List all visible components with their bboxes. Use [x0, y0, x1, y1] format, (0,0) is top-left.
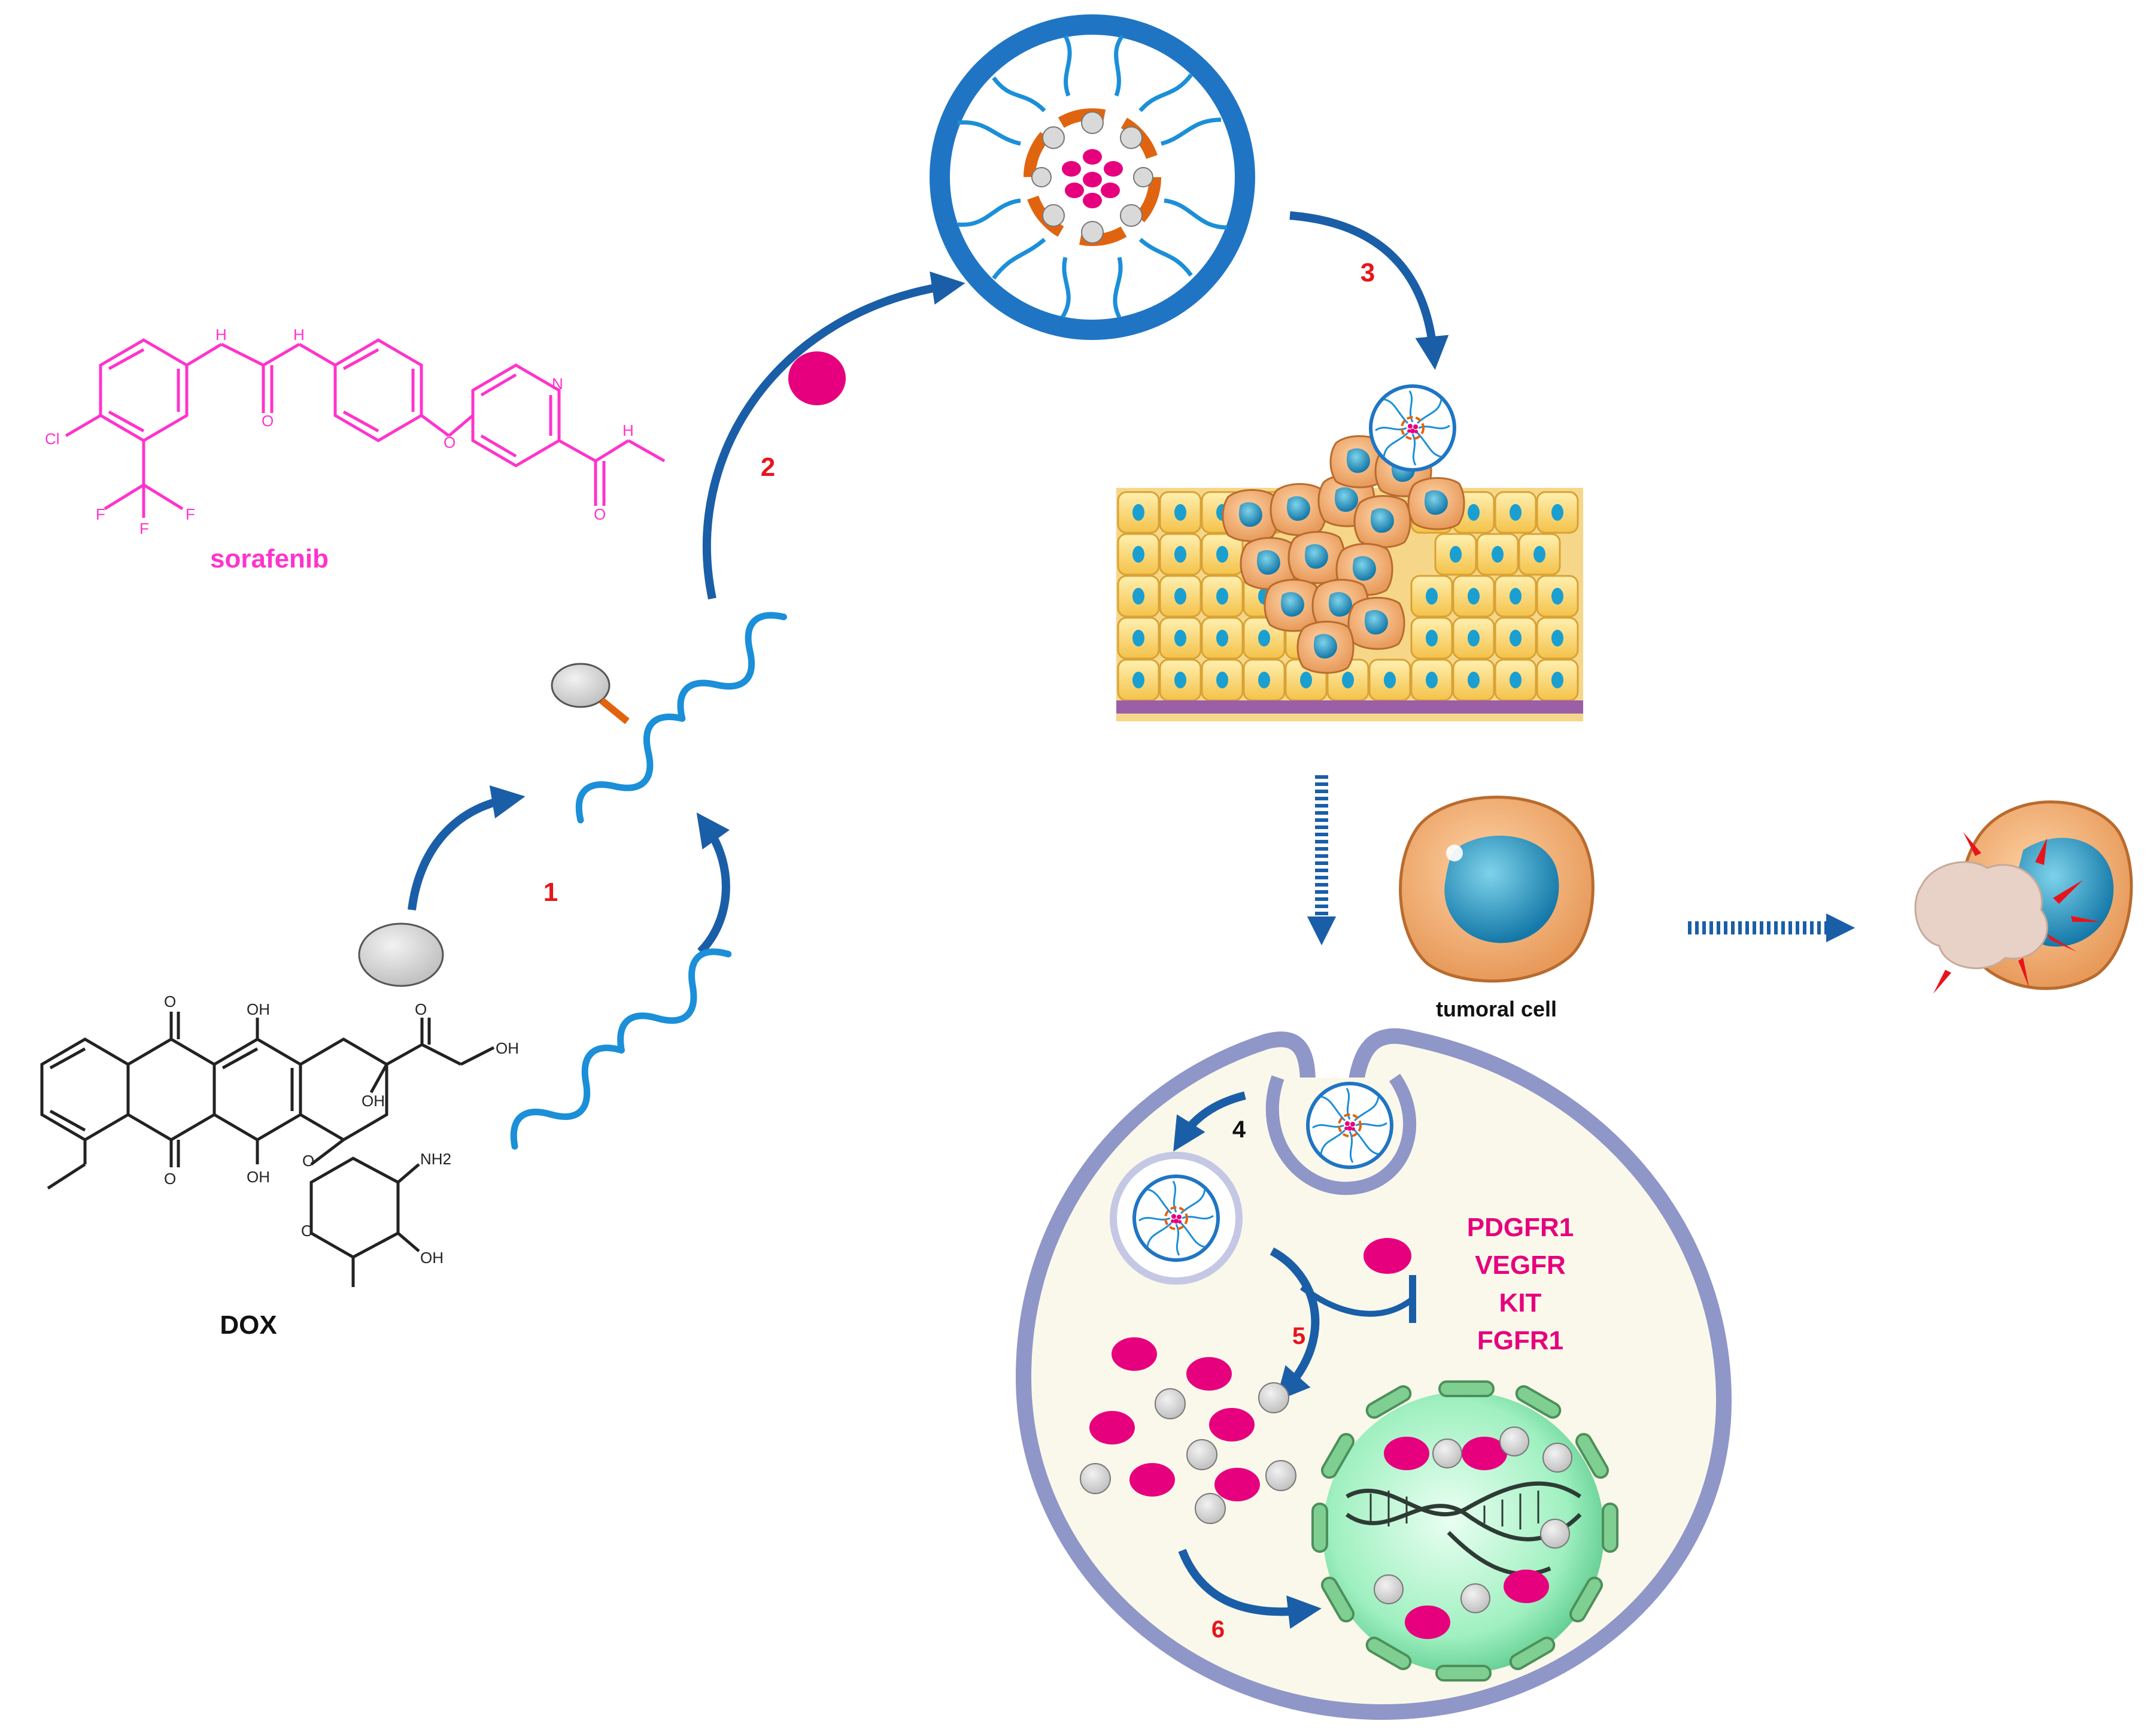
atom-cl: Cl: [45, 430, 60, 448]
atom-o-2: O: [444, 433, 455, 451]
atom-o-dox-4: O: [302, 1152, 314, 1170]
tumoral-cell: [1399, 796, 1595, 983]
target-0: PDGFR1: [1467, 1213, 1574, 1242]
target-1: VEGFR: [1475, 1251, 1566, 1280]
sorafenib-label: sorafenib: [210, 544, 329, 573]
dox-particle: [358, 922, 444, 987]
nanoparticle-large: [930, 14, 1255, 340]
dox-polymer-conjugate: [551, 604, 797, 833]
arrow-step6: [1178, 1549, 1322, 1629]
step-6-number: 6: [1211, 1616, 1225, 1643]
dox-label: DOX: [220, 1310, 277, 1340]
arrow-step5: [1270, 1247, 1320, 1401]
atom-oh-dox-1: OH: [247, 1000, 270, 1018]
dying-tumor-cell: [1914, 800, 2133, 994]
target-3: FGFR1: [1477, 1326, 1563, 1355]
step-4-number: 4: [1232, 1116, 1246, 1143]
atom-nh-1: H: [215, 326, 227, 344]
atom-nh-3: H: [622, 421, 634, 439]
arrow-step4: [1173, 1091, 1246, 1152]
atom-o-dox-1: O: [164, 993, 176, 1010]
atom-f-2: F: [186, 505, 195, 523]
atom-oh-dox-3: OH: [496, 1039, 519, 1057]
arrow-step3: [1289, 211, 1449, 370]
arrow-step2: [703, 271, 965, 600]
target-2: KIT: [1499, 1288, 1542, 1318]
step-5-number: 5: [1292, 1323, 1305, 1349]
atom-nh2: NH2: [420, 1150, 451, 1168]
sorafenib-structure: [65, 338, 666, 518]
atom-o-dox-3: O: [415, 1000, 427, 1018]
dox-atom-labels: O O OH OH O OH OH O O NH2 OH: [164, 993, 519, 1267]
tumoral-cell-label: tumoral cell: [1436, 997, 1557, 1021]
sorafenib-atom-labels: Cl F F F H H O O N O H: [45, 326, 634, 538]
inhibition-line: [1299, 1285, 1415, 1317]
atom-f-3: F: [139, 520, 149, 538]
step-3-number: 3: [1361, 258, 1375, 287]
arrow-step1-polymer: [696, 812, 730, 955]
atom-oh-dox-2: OH: [247, 1168, 270, 1186]
tissue-with-tumor: [1116, 386, 1583, 721]
atom-nh-2: H: [293, 326, 305, 344]
atom-o-dox-2: O: [164, 1170, 176, 1188]
step-2-number: 2: [761, 453, 775, 482]
dox-structure: [40, 1012, 495, 1287]
nucleus: [1311, 1380, 1618, 1682]
sorafenib-particle: [788, 351, 846, 405]
atom-n-1: N: [552, 375, 563, 393]
atom-f-1: F: [96, 505, 105, 523]
atom-oh-dox-5: OH: [420, 1249, 444, 1267]
kinase-targets: PDGFR1 VEGFR KIT FGFR1: [1467, 1213, 1574, 1355]
atom-o-3: O: [594, 505, 606, 523]
atom-o-dox-5: O: [301, 1222, 313, 1240]
released-drug-particles: [1080, 1337, 1296, 1524]
free-polymer-chain: [503, 941, 740, 1160]
atom-o-1: O: [262, 412, 274, 430]
arrow-step1-dox: [408, 785, 526, 911]
step-1-number: 1: [543, 878, 558, 907]
atom-oh-dox-4: OH: [362, 1092, 385, 1110]
sorafenib-free: [1363, 1238, 1411, 1274]
